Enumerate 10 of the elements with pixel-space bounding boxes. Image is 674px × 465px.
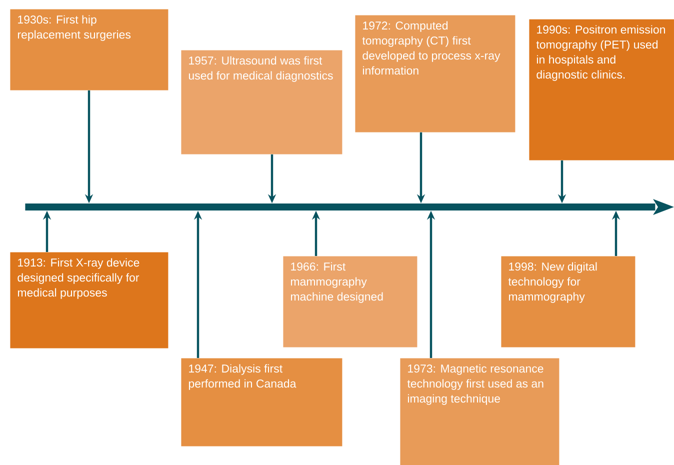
event-box: 1972: Computed tomography (CT) first developed to process x-ray information [355,15,516,132]
event-box: 1957: Ultrasound was first used for medical diagnostics [181,50,342,154]
event-box: 1930s: First hip replacement surgeries [10,9,168,90]
event-box: 1990s: Positron emission tomography (PET) used in hospitals and diagnostic clinics. [529,19,674,160]
event-box: 1998: New digital technology for mammography [501,256,636,348]
event-box: 1973: Magnetic resonance technology first used as an imaging technique [400,358,560,465]
event-box: 1947: Dialysis first performed in Canada [181,358,342,446]
timeline [25,199,674,215]
event-box: 1913: First X-ray device designed specifically for medical purposes [10,252,168,348]
event-box: 1966: First mammography machine designed [283,256,418,348]
